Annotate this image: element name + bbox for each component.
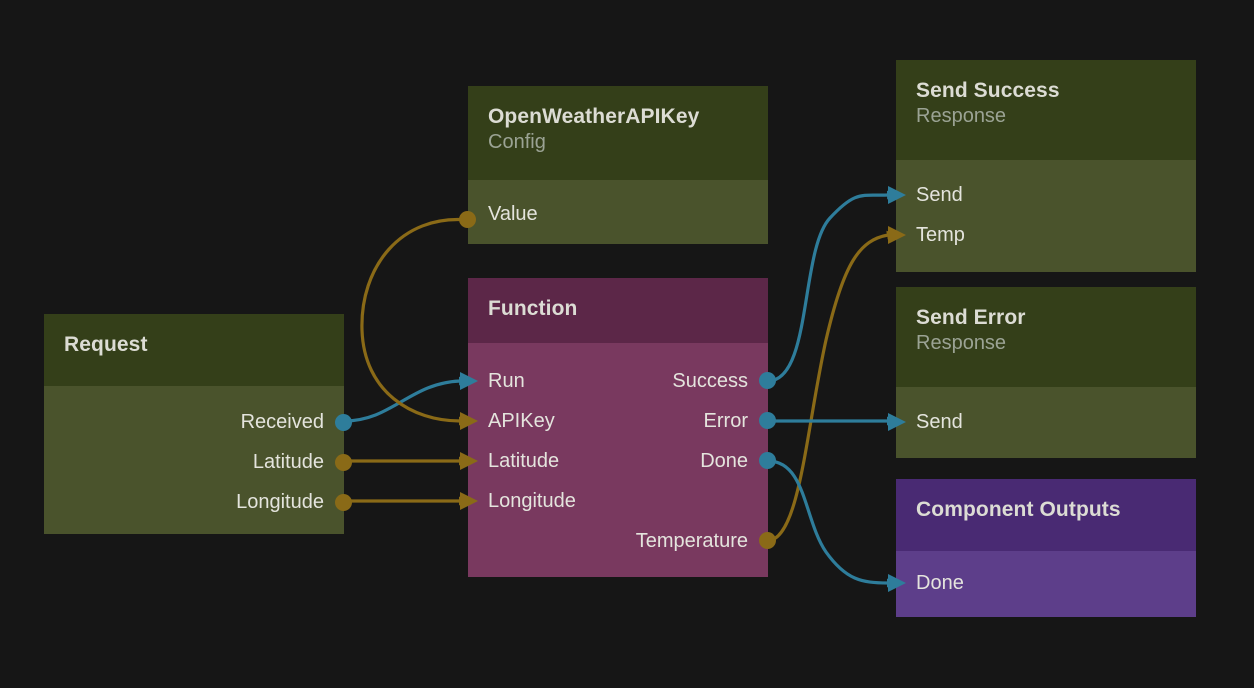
- port-function-success-dot[interactable]: [759, 372, 776, 389]
- node-function-body: Run APIKey Latitude Longitude Success Er…: [468, 343, 768, 577]
- port-function-temperature-dot[interactable]: [759, 532, 776, 549]
- port-function-apikey-arrow-icon[interactable]: [460, 412, 478, 430]
- port-send-error-send-arrow-icon[interactable]: [888, 413, 906, 431]
- node-send-error-header[interactable]: Send Error Response: [896, 287, 1196, 387]
- port-request-received-dot[interactable]: [335, 414, 352, 431]
- port-component-outputs-done-arrow-icon[interactable]: [888, 574, 906, 592]
- node-openweatherapikey-title: OpenWeatherAPIKey: [488, 105, 700, 128]
- port-function-success-label[interactable]: Success: [672, 370, 748, 392]
- port-apikey-value-dot[interactable]: [459, 211, 476, 228]
- node-function-title: Function: [488, 297, 578, 320]
- port-function-error-dot[interactable]: [759, 412, 776, 429]
- port-send-success-temp-arrow-icon[interactable]: [888, 226, 906, 244]
- port-function-temperature-label[interactable]: Temperature: [635, 530, 748, 552]
- node-request-title: Request: [64, 333, 148, 356]
- node-send-success-body: Send Temp: [896, 160, 1196, 272]
- port-send-error-send-label[interactable]: Send: [916, 411, 963, 433]
- port-request-longitude-label[interactable]: Longitude: [236, 491, 324, 513]
- port-function-apikey-label[interactable]: APIKey: [488, 410, 555, 432]
- node-send-success-header[interactable]: Send Success Response: [896, 60, 1196, 160]
- port-function-run-label[interactable]: Run: [488, 370, 525, 392]
- node-send-error[interactable]: Send Error Response Send: [888, 287, 1196, 458]
- port-request-longitude-dot[interactable]: [335, 494, 352, 511]
- node-request-header[interactable]: Request: [44, 314, 344, 386]
- port-request-latitude-dot[interactable]: [335, 454, 352, 471]
- port-request-received-label[interactable]: Received: [240, 411, 324, 433]
- node-component-outputs-body: Done: [896, 551, 1196, 617]
- port-send-success-send-label[interactable]: Send: [916, 184, 963, 206]
- wire-success-to-send: [767, 190, 897, 383]
- port-request-latitude-label[interactable]: Latitude: [252, 451, 324, 473]
- node-component-outputs-header[interactable]: Component Outputs: [896, 479, 1196, 551]
- node-request-body: Received Latitude Longitude: [44, 386, 344, 534]
- wire-temperature-to-temp: [767, 230, 897, 543]
- node-send-success[interactable]: Send Success Response Send Temp: [888, 60, 1196, 272]
- node-send-error-title: Send Error: [916, 306, 1026, 329]
- node-openweatherapikey-subtitle: Config: [488, 131, 546, 153]
- node-send-success-subtitle: Response: [916, 105, 1007, 127]
- port-apikey-value-label[interactable]: Value: [488, 203, 538, 225]
- port-function-longitude-arrow-icon[interactable]: [460, 492, 478, 510]
- port-function-latitude-arrow-icon[interactable]: [460, 452, 478, 470]
- port-function-latitude-label[interactable]: Latitude: [488, 450, 560, 472]
- wire-done-to-done: [767, 459, 897, 588]
- wire-value-to-apikey: [360, 217, 469, 426]
- node-send-error-subtitle: Response: [916, 332, 1007, 354]
- node-send-error-body: Send: [896, 387, 1196, 458]
- node-openweatherapikey[interactable]: OpenWeatherAPIKey Config Value: [459, 86, 768, 244]
- port-send-success-send-arrow-icon[interactable]: [888, 186, 906, 204]
- node-component-outputs-title: Component Outputs: [916, 498, 1121, 521]
- node-function[interactable]: Function Run APIKey Latitude Longitude S…: [460, 278, 776, 577]
- node-request[interactable]: Request Received Latitude Longitude: [44, 314, 352, 534]
- node-openweatherapikey-header[interactable]: OpenWeatherAPIKey Config: [468, 86, 768, 180]
- node-openweatherapikey-body: Value: [468, 180, 768, 244]
- node-component-outputs[interactable]: Component Outputs Done: [888, 479, 1196, 617]
- node-function-header[interactable]: Function: [468, 278, 768, 343]
- node-send-success-title: Send Success: [916, 79, 1060, 102]
- port-function-error-label[interactable]: Error: [703, 410, 748, 432]
- wire-received-to-run: [343, 376, 469, 423]
- port-send-success-temp-label[interactable]: Temp: [916, 224, 965, 246]
- port-component-outputs-done-label[interactable]: Done: [916, 572, 964, 594]
- port-function-run-arrow-icon[interactable]: [460, 372, 478, 390]
- port-function-done-dot[interactable]: [759, 452, 776, 469]
- port-function-longitude-label[interactable]: Longitude: [488, 490, 576, 512]
- port-function-done-label[interactable]: Done: [700, 450, 748, 472]
